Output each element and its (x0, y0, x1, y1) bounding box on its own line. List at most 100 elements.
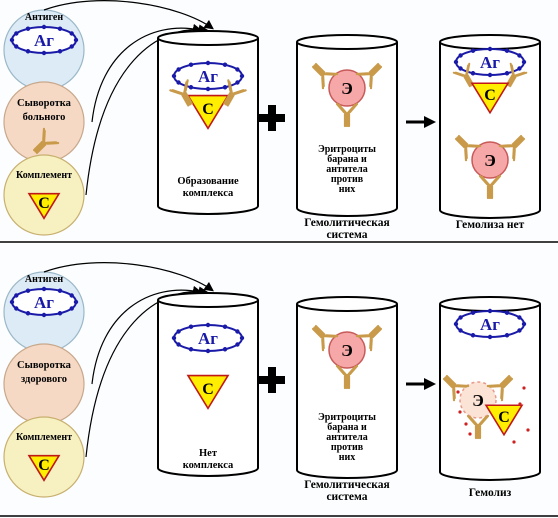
hemolysis-fragment (522, 386, 526, 390)
antibody-shape (506, 62, 528, 88)
antigen-symbol: Аг (198, 67, 218, 86)
antigen-dot (25, 49, 31, 54)
antibody-shape (312, 63, 339, 90)
antibody-shape (312, 325, 339, 352)
hemolytic-system-caption-line1: Гемолитическая (304, 479, 389, 491)
antibody-shape (169, 79, 193, 107)
plus-v (268, 105, 276, 131)
erythrocyte-cell (328, 69, 366, 107)
complement-triangle (186, 94, 230, 130)
hemolysis-fragment (512, 440, 516, 444)
antigen-dot (14, 306, 19, 311)
antigen-dot (458, 53, 463, 58)
panel-healthy-serum: АнтигенАгСыворотказдоровогоКомплементСАг… (3, 262, 541, 503)
serum-label-line2: здорового (21, 374, 67, 385)
arrow-antigen (43, 262, 214, 292)
arrow-serum (91, 285, 203, 385)
antibody-shape (355, 325, 382, 352)
antigen-symbol: Аг (480, 315, 500, 334)
antibody-shape (355, 63, 382, 90)
antigen-dot (470, 310, 476, 315)
antigen-dot (41, 24, 47, 30)
antigen-dot (25, 288, 31, 293)
antigen-dot (188, 85, 194, 90)
antigen-dot (458, 315, 463, 320)
antigen-dot (205, 348, 211, 354)
tube2-erythrocyte: Э (312, 63, 382, 128)
antigen-dot (504, 310, 510, 315)
antigen-dot (504, 48, 510, 53)
complement-triangle-left: С (27, 454, 61, 482)
antigen-dot (57, 26, 63, 31)
hemolytic-system-caption-line2: система (326, 491, 367, 503)
antigen-dot (222, 62, 228, 67)
antibody-icon (478, 174, 502, 200)
antibody-shape (443, 375, 470, 402)
antigen-dot (205, 60, 211, 66)
tube-rim (296, 34, 398, 50)
antigen-dot (487, 46, 493, 52)
antigen-symbol: Аг (198, 329, 218, 348)
antigen-dot (521, 59, 527, 65)
antigen-ellipse-left: Аг (9, 286, 79, 318)
complement-triangle-left: С (27, 192, 61, 220)
tube-rim (296, 296, 398, 312)
antigen-dot (458, 328, 463, 333)
antibody-icon (33, 127, 60, 154)
hemolysis-fragment (518, 402, 522, 406)
antibody-shape (486, 375, 513, 402)
antigen-dot (41, 312, 47, 318)
tube2-text-line2: барана и (327, 422, 367, 433)
antigen-ellipse-left: Аг (9, 24, 79, 56)
antigen-dot (517, 328, 522, 333)
hemolysis-fragment (526, 428, 530, 432)
tube1-antigen: Аг (171, 60, 245, 92)
antibody-icon (355, 63, 382, 90)
antigen-dot (517, 66, 522, 71)
antibody-icon (466, 414, 490, 440)
erythrocyte-lysed (459, 381, 497, 419)
antibody-icon (312, 63, 339, 90)
antigen-dot (205, 86, 211, 92)
tube2-text-line2: барана и (327, 154, 367, 165)
erythrocyte-cell (471, 141, 509, 179)
antigen-dot (235, 329, 240, 334)
tube1-caption-line2: комплекса (183, 188, 234, 199)
complement-triangle (27, 192, 61, 220)
arrow-complement (85, 286, 209, 458)
antigen-dot (69, 31, 74, 36)
antibody-shape (452, 62, 474, 88)
antigen-dot (9, 299, 15, 305)
antigen-dot (504, 333, 510, 338)
antigen-label: Антиген (25, 12, 64, 23)
antigen-dot (235, 80, 240, 85)
antigen-dot (41, 286, 47, 292)
antigen-dot (57, 311, 63, 316)
antigen-dot (453, 59, 459, 65)
tube2-text-line1: Эритроциты (318, 144, 376, 155)
antibody-shape (478, 174, 502, 200)
erythrocyte-symbol: Э (341, 79, 353, 98)
antibody-icon (452, 62, 474, 88)
antigen-dot (239, 335, 245, 341)
antigen-dot (458, 66, 463, 71)
tube2-text-line3: антитела (326, 164, 367, 175)
tube3-erythrocyte: Э (455, 135, 525, 200)
hemolytic-system-caption-line2: система (326, 229, 367, 241)
tube2-text-line1: Эритроциты (318, 412, 376, 423)
antibody-icon (223, 79, 247, 107)
plus-v (268, 367, 276, 393)
serum-label-line1: Сыворотка (17, 360, 72, 371)
tube2-text-line4: против (331, 174, 364, 185)
tube2-text-line4: против (331, 442, 364, 453)
tube3-caption: Гемолиз (469, 487, 512, 499)
tube2-text-line3: антитела (326, 432, 367, 443)
antigen-dot (176, 329, 181, 334)
complement-symbol: С (202, 101, 214, 118)
